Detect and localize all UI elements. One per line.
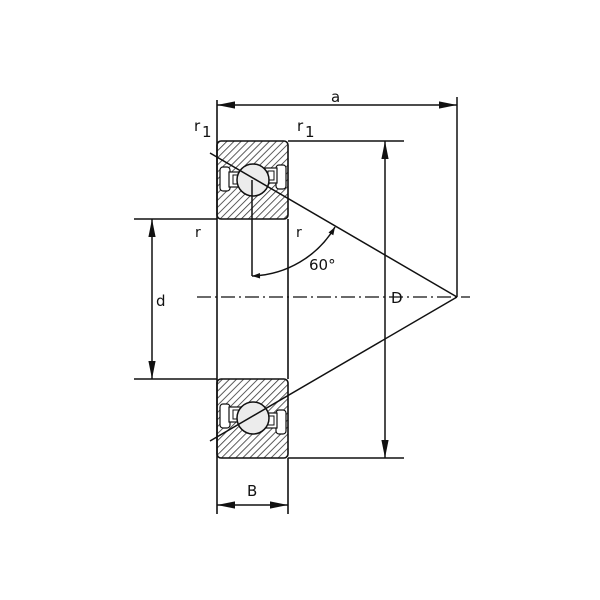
label-r-left: r	[195, 225, 201, 241]
lower-ring-section	[216, 378, 289, 459]
label-D: D	[391, 289, 403, 307]
label-r-right: r	[296, 225, 302, 241]
label-B: B	[247, 482, 257, 500]
label-r1-left: r	[194, 117, 201, 135]
lower-ball	[236, 401, 270, 435]
angle-arc	[251, 226, 336, 279]
label-d: d	[156, 292, 166, 310]
label-r1-right: r	[297, 117, 304, 135]
label-r1-right-sub: 1	[305, 123, 315, 141]
extension-lines	[134, 97, 458, 459]
upper-ball	[236, 163, 270, 197]
label-a: a	[331, 88, 340, 106]
label-angle: 60°	[309, 256, 336, 274]
label-r1-left-sub: 1	[202, 123, 212, 141]
